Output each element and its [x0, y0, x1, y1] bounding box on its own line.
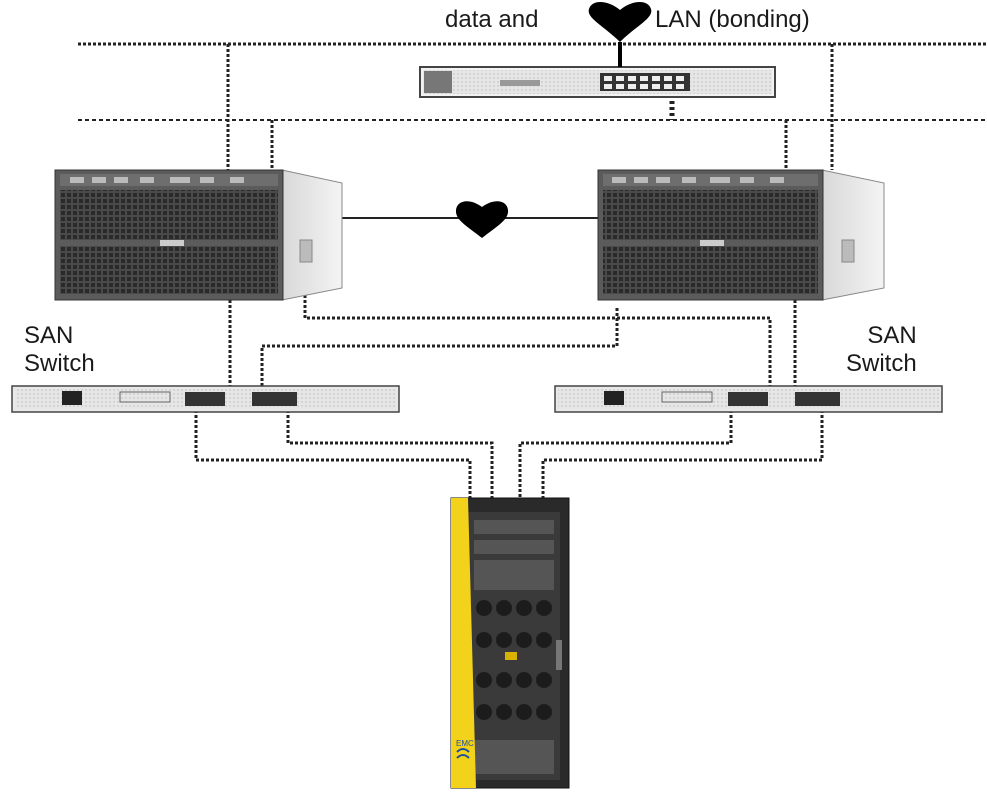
server-right-to-san-left	[260, 308, 619, 388]
san-right-line2: Switch	[846, 350, 917, 377]
storage-array-icon: EMC	[450, 497, 570, 789]
server-icon	[597, 169, 885, 301]
storage-brand: EMC	[456, 739, 474, 748]
san-right-line1: SAN	[867, 322, 917, 349]
san-switch-icon	[11, 385, 400, 413]
san-left-to-storage-2	[286, 410, 494, 505]
heart-icon	[455, 201, 509, 238]
network-switch-icon	[419, 66, 776, 98]
san-left-to-storage-1	[194, 410, 472, 505]
san-right-to-storage-2	[541, 410, 824, 505]
heart-icon	[588, 1, 652, 42]
server-left-to-san-right	[303, 295, 772, 388]
san-left-line2: Switch	[24, 350, 95, 377]
san-switch-left-label: SAN Switch	[24, 322, 95, 378]
san-switch-icon	[554, 385, 943, 413]
network-title-part2: LAN (bonding)	[655, 6, 810, 33]
network-title-part1: data and	[445, 6, 539, 33]
san-switch-right-label: SAN Switch	[846, 322, 917, 378]
san-left-line1: SAN	[24, 322, 74, 349]
san-right-to-storage-1	[518, 410, 733, 505]
server-icon	[54, 169, 343, 301]
